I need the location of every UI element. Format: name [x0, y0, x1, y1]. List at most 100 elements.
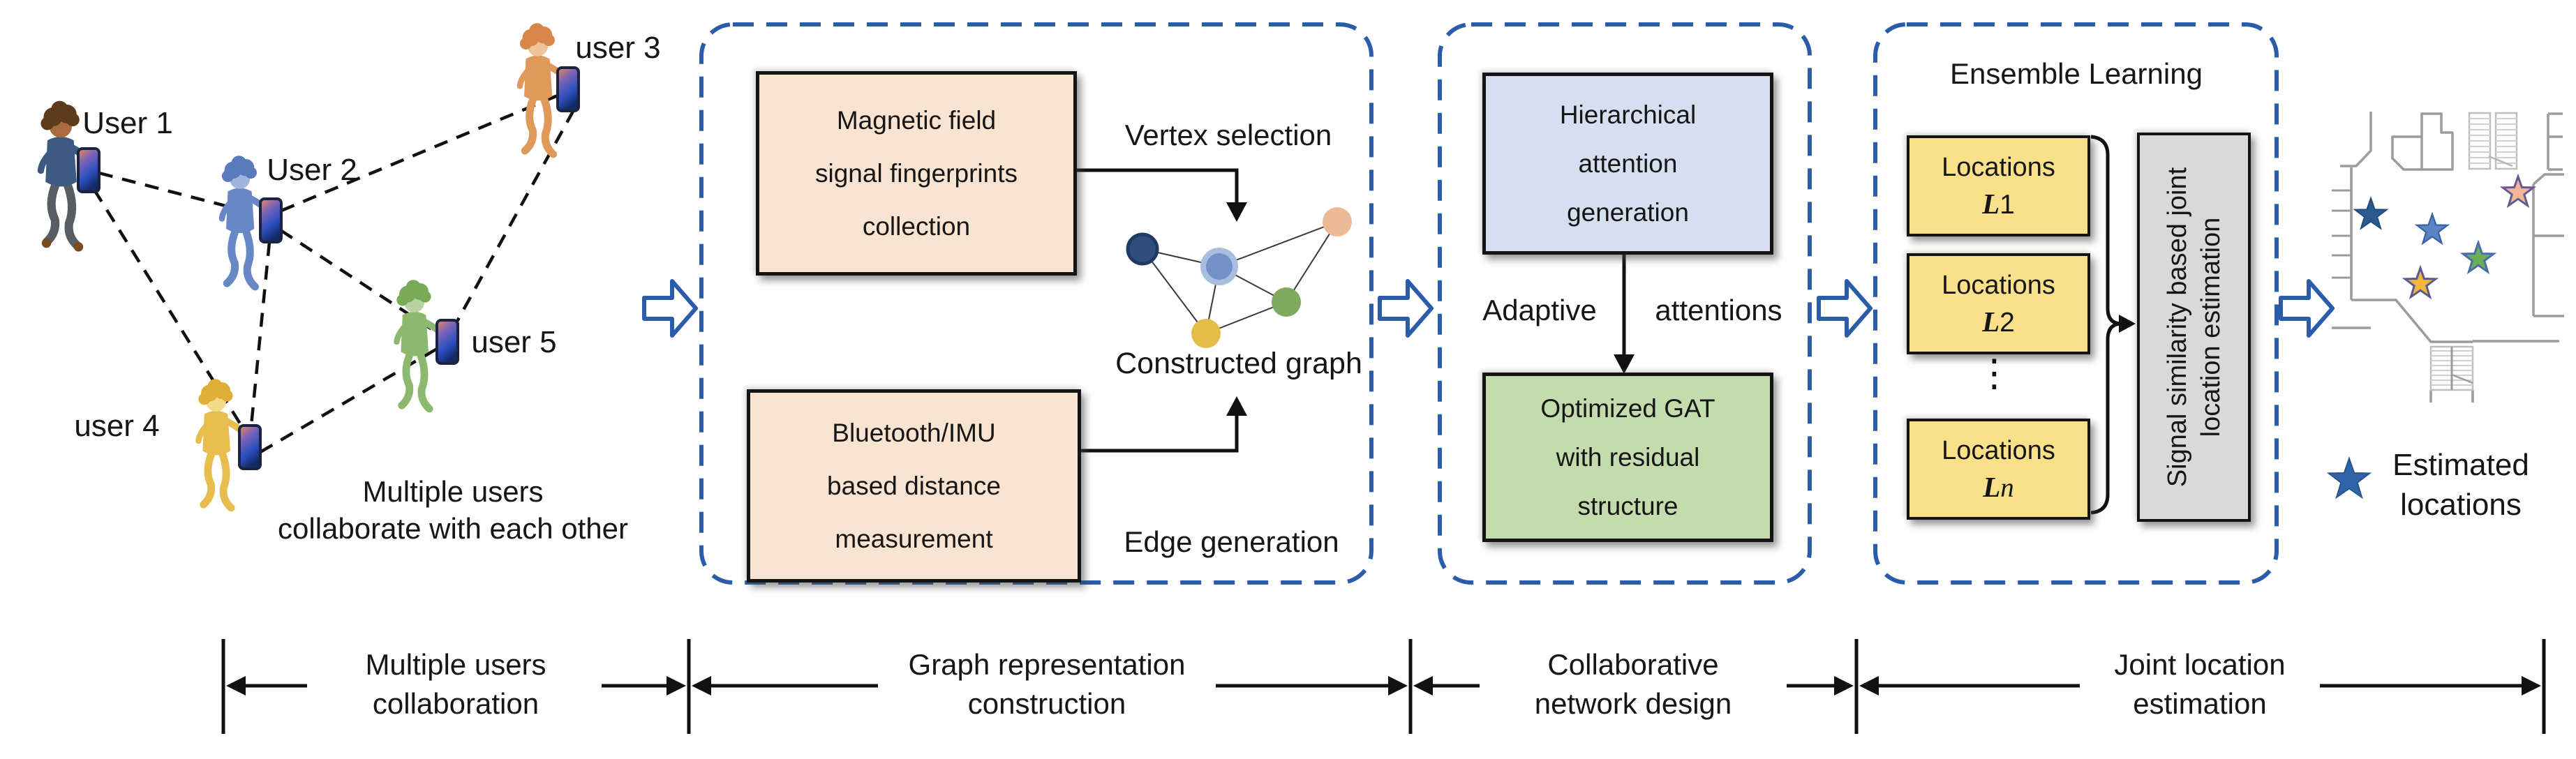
smartphones — [77, 66, 580, 470]
box-line: generation — [1567, 197, 1689, 227]
attentions-label: attentions — [1655, 294, 1782, 326]
edge-generation-label: Edge generation — [1124, 525, 1339, 558]
arrowhead-right-icon — [2119, 315, 2136, 333]
legend-line2: locations — [2400, 488, 2522, 522]
vertical-ellipsis: ⋮ — [1975, 351, 2013, 395]
star-icon — [2503, 176, 2533, 206]
axis-label-multiple-users: Multiple users collaboration — [274, 645, 637, 723]
locations-id: L2 — [1982, 303, 2015, 341]
hair — [396, 280, 431, 306]
axis-line1: Joint location — [2114, 648, 2286, 681]
box-line: Magnetic field — [836, 105, 997, 135]
bottom-axis — [221, 639, 2546, 734]
axis-label-joint-location: Joint location estimation — [2018, 645, 2381, 723]
graph-node-green — [1272, 287, 1301, 317]
hair — [221, 156, 257, 182]
phone-icon — [77, 147, 100, 193]
panel-ensemble-learning — [1873, 22, 2279, 585]
block-arrow-icon — [1378, 279, 1434, 338]
locations-box-2: Locations L2 — [1907, 253, 2090, 354]
box-line: Hierarchical — [1559, 100, 1697, 129]
locations-box-1: Locations L1 — [1907, 135, 2090, 236]
axis-label-collaborative-network: Collaborative network design — [1452, 645, 1815, 723]
adaptive-label: Adaptive — [1482, 294, 1597, 326]
arrowhead-down-icon — [1226, 202, 1247, 222]
math-L: L — [1982, 305, 2000, 338]
locations-box-n: Locations Ln — [1907, 419, 2090, 520]
graph-node-peach — [1323, 207, 1352, 236]
user-label-3: user 3 — [575, 31, 661, 65]
box-line: structure — [1577, 491, 1678, 520]
magnetic-fingerprints-box: Magnetic field signal fingerprints colle… — [756, 71, 1077, 276]
axis-line2: network design — [1534, 687, 1732, 720]
block-arrow-icon — [1817, 279, 1873, 338]
box-line: based distance — [827, 471, 1001, 500]
constructed-graph-nodes — [1126, 207, 1352, 348]
users-caption-line2: collaborate with each other — [278, 512, 628, 545]
star-icon — [2417, 214, 2448, 243]
constructed-graph-edges — [1142, 221, 1338, 334]
optimized-gat-box: Optimized GAT with residual structure — [1482, 373, 1773, 542]
user-figure-1 — [37, 100, 98, 252]
locations-id: L1 — [1982, 186, 2015, 223]
user-label-1: User 1 — [82, 106, 173, 140]
user-label-5: user 5 — [471, 325, 557, 359]
phone-icon — [259, 197, 283, 243]
locations-word: Locations — [1942, 435, 2055, 465]
box-line: Bluetooth/IMU — [832, 418, 996, 447]
gray-box-line1: Signal similarity based joint — [2162, 167, 2192, 488]
math-L: L — [1983, 470, 2001, 503]
graph-node-dark-blue — [1126, 232, 1159, 266]
hair — [40, 100, 80, 130]
user-figure-3 — [516, 23, 572, 158]
floor-map — [2332, 112, 2564, 403]
user-label-4: user 4 — [74, 409, 160, 443]
hierarchical-attention-box: Hierarchical attention generation — [1482, 73, 1773, 255]
star-icon — [2463, 243, 2494, 272]
user-connection-lines — [93, 93, 575, 453]
phone-icon — [556, 66, 580, 112]
axis-line2: construction — [967, 687, 1126, 720]
joint-estimation-rotated-text: Signal similarity based joint location e… — [2161, 167, 2228, 487]
arrowhead-up-icon — [1226, 396, 1247, 416]
users-caption: Multiple users collaborate with each oth… — [239, 473, 667, 547]
box-line: signal fingerprints — [815, 158, 1018, 188]
user-figure-5 — [394, 280, 447, 413]
locations-word: Locations — [1942, 270, 2055, 300]
phone-icon — [238, 424, 262, 470]
ensemble-learning-title: Ensemble Learning — [1950, 57, 2203, 90]
hair — [519, 23, 555, 50]
panel-collaborative-network — [1438, 22, 1812, 585]
box-line: collection — [862, 211, 971, 241]
locations-id: Ln — [1983, 469, 2014, 506]
panel-graph-representation — [699, 22, 1373, 585]
phone-icon — [435, 319, 459, 365]
vertex-selection-label: Vertex selection — [1124, 119, 1332, 151]
loc-number: 2 — [2000, 307, 2015, 338]
loc-number: n — [2000, 472, 2014, 503]
box-line: Optimized GAT — [1540, 393, 1715, 423]
locations-word: Locations — [1942, 152, 2055, 182]
legend-star-icon — [2329, 458, 2370, 497]
box-line: with residual — [1556, 442, 1700, 472]
axis-line2: collaboration — [372, 687, 539, 720]
star-icon — [2405, 268, 2436, 297]
users-caption-line1: Multiple users — [362, 475, 544, 508]
user-figure-4 — [195, 379, 249, 512]
block-arrow-icon — [642, 279, 698, 338]
vertex-edge-connectors — [1071, 168, 1239, 453]
joint-estimation-box: Signal similarity based joint location e… — [2137, 133, 2251, 522]
axis-label-graph-representation: Graph representation construction — [865, 645, 1228, 723]
bluetooth-imu-box: Bluetooth/IMU based distance measurement — [747, 389, 1081, 583]
flow-arrows — [642, 279, 2335, 338]
axis-line1: Graph representation — [908, 648, 1186, 681]
loc-number: 1 — [2000, 189, 2015, 220]
star-icon — [2355, 198, 2387, 228]
staircases — [2429, 112, 2518, 391]
dashed-panel-borders — [699, 22, 2279, 585]
graph-node-yellow — [1191, 319, 1221, 348]
legend-estimated-locations: Estimated locations — [2374, 445, 2547, 525]
math-L: L — [1982, 187, 2000, 220]
graph-node-light-blue — [1206, 253, 1233, 280]
